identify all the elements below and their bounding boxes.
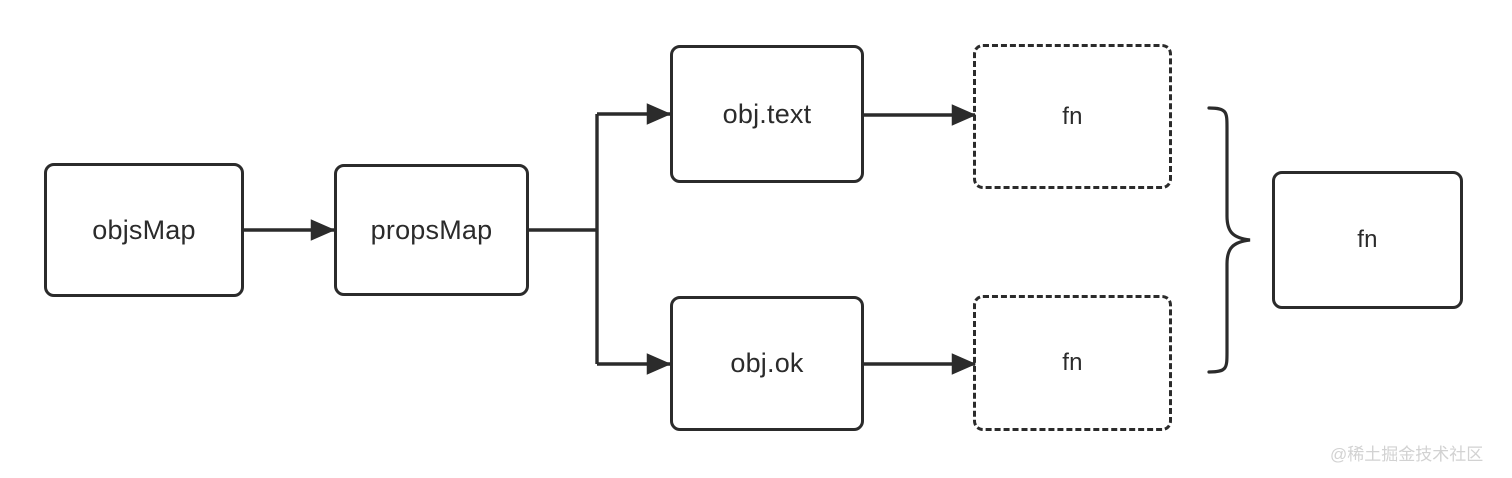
node-objsmap[interactable]: objsMap [44,163,244,297]
node-objsmap-label: objsMap [92,214,196,245]
node-obj-text-label: obj.text [722,98,812,129]
node-fn-result[interactable]: fn [1272,171,1463,309]
edge-propsmap-branch-trunk [529,114,599,364]
node-fn-from-obj-ok[interactable]: fn [973,295,1172,431]
node-fn-from-obj-text-label: fn [1062,102,1083,130]
node-obj-text[interactable]: obj.text [670,45,864,183]
node-propsmap-label: propsMap [370,214,493,245]
node-propsmap[interactable]: propsMap [334,164,529,296]
node-obj-ok-label: obj.ok [730,348,804,378]
grouping-brace-icon [1207,106,1251,374]
node-obj-ok[interactable]: obj.ok [670,296,864,431]
node-fn-from-obj-text[interactable]: fn [973,44,1172,189]
node-fn-result-label: fn [1357,226,1378,253]
watermark-text: @稀土掘金技术社区 [1330,445,1484,464]
node-fn-from-obj-ok-label: fn [1062,349,1083,376]
